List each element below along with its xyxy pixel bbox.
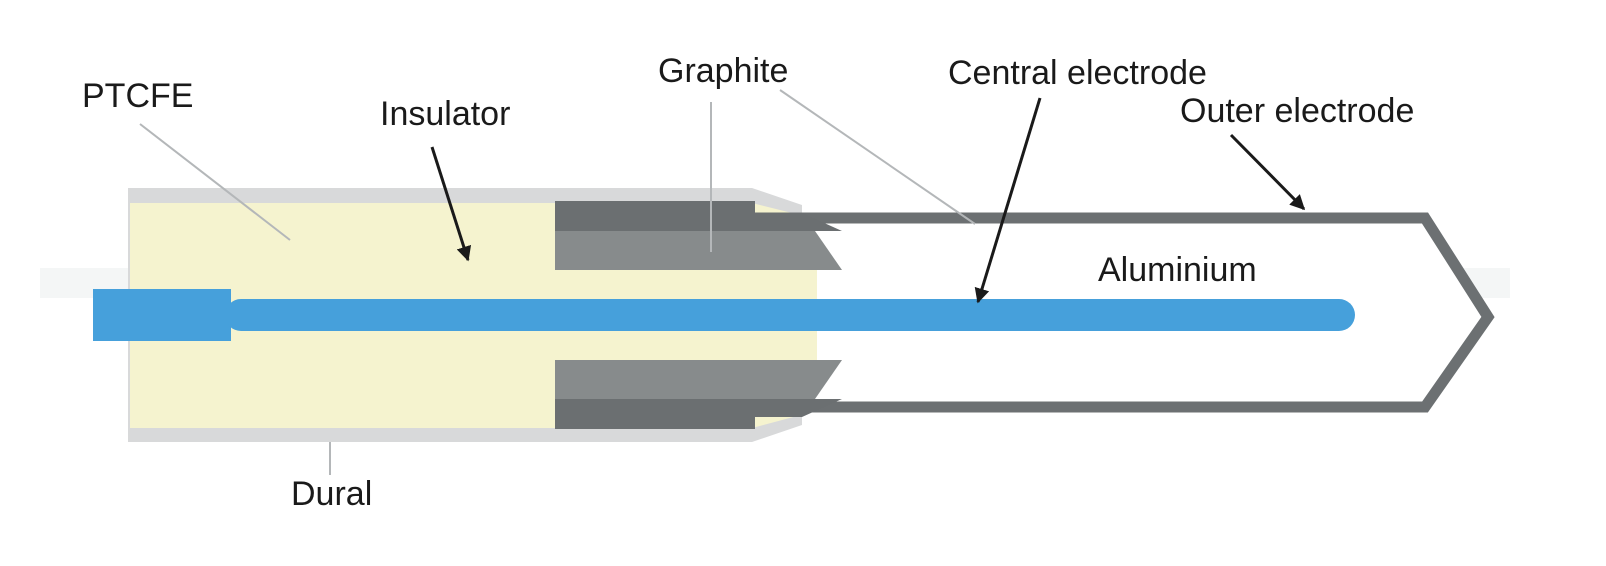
outer-electrode-arrow: [1229, 133, 1306, 211]
graphite-top-wedge: [752, 213, 842, 231]
label-dural: Dural: [291, 475, 372, 513]
label-outer-electrode: Outer electrode: [1180, 92, 1414, 130]
central-electrode-rod: [225, 299, 1355, 331]
graphite-top-dark: [555, 201, 755, 231]
label-aluminium: Aluminium: [1098, 251, 1257, 289]
graphite-bottom-light: [555, 360, 842, 399]
label-insulator: Insulator: [380, 95, 510, 133]
insulator-arrow: [430, 146, 472, 262]
graphite-top-light: [555, 231, 842, 270]
central-electrode-arrow: [974, 97, 1042, 304]
label-ptcfe: PTCFE: [82, 77, 193, 115]
ptcfe-leader-line: [139, 123, 291, 241]
graphite-bottom-dark: [555, 399, 755, 429]
graphite-bottom-wedge: [752, 399, 842, 417]
label-central-electrode: Central electrode: [948, 54, 1207, 92]
graphite-leader-line-diagonal: [779, 89, 976, 225]
central-electrode-connector: [93, 289, 231, 341]
label-graphite: Graphite: [658, 52, 788, 90]
